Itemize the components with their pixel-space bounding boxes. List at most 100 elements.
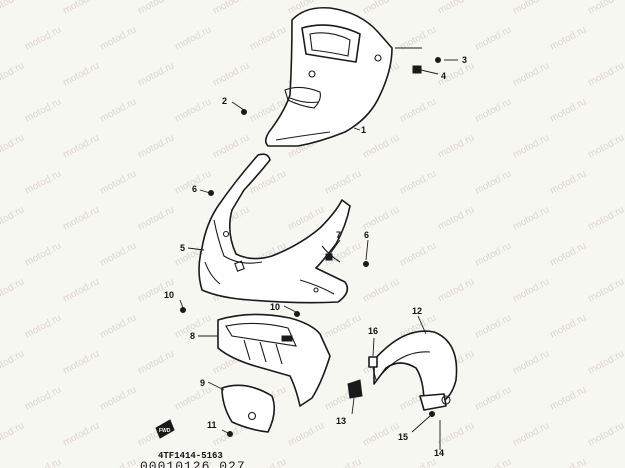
callout-4: 4: [441, 71, 446, 81]
watermark-text: motod.ru: [23, 456, 63, 468]
fwd-arrow-icon: FWD: [155, 419, 175, 439]
watermark-text: motod.ru: [23, 312, 63, 340]
watermark-text: motod.ru: [98, 312, 138, 340]
callout-9: 9: [200, 378, 205, 388]
watermark-text: motod.ru: [323, 312, 363, 340]
watermark-text: motod.ru: [248, 456, 288, 468]
callout-6b: 6: [364, 230, 369, 240]
watermark-text: motod.ru: [173, 24, 213, 52]
watermark-text: motod.ru: [548, 24, 588, 52]
watermark-text: motod.ru: [0, 204, 26, 232]
bottom-code: 00010126 027: [140, 459, 246, 468]
callout-11: 11: [207, 420, 217, 430]
watermark-text: motod.ru: [361, 420, 401, 448]
callout-3: 3: [462, 55, 467, 65]
watermark-text: motod.ru: [548, 96, 588, 124]
part-12-front-fender: [373, 330, 458, 411]
watermark-text: motod.ru: [98, 240, 138, 268]
callout-10b: 10: [270, 302, 280, 312]
callout-7: 7: [336, 230, 341, 240]
watermark-text: motod.ru: [511, 276, 551, 304]
callout-12: 12: [412, 306, 422, 316]
watermark-text: motod.ru: [586, 132, 625, 160]
watermark-text: motod.ru: [61, 348, 101, 376]
watermark-text: motod.ru: [0, 348, 26, 376]
part-16-clip: [368, 356, 378, 368]
watermark-text: motod.ru: [98, 96, 138, 124]
callout-6a: 6: [192, 184, 197, 194]
part-8-inner-panel: [217, 313, 331, 407]
watermark-text: motod.ru: [473, 456, 513, 468]
watermark-text: motod.ru: [136, 132, 176, 160]
watermark-text: motod.ru: [136, 60, 176, 88]
watermark-text: motod.ru: [211, 60, 251, 88]
watermark-text: motod.ru: [398, 168, 438, 196]
watermark-text: motod.ru: [323, 456, 363, 468]
watermark-text: motod.ru: [586, 348, 625, 376]
watermark-text: motod.ru: [286, 420, 326, 448]
watermark-text: motod.ru: [586, 0, 625, 17]
watermark-text: motod.ru: [61, 204, 101, 232]
callouts: 1 2 3 4 5 6 6 7 8 9 10 10 11 12 13 14 15…: [164, 55, 467, 458]
nut-7-icon: [325, 253, 333, 261]
watermark-text: motod.ru: [473, 240, 513, 268]
watermark-text: motod.ru: [136, 204, 176, 232]
callout-10a: 10: [164, 290, 174, 300]
part-5-front-fairing: [198, 153, 351, 304]
watermark-text: motod.ru: [473, 168, 513, 196]
watermark-text: motod.ru: [61, 132, 101, 160]
watermark-text: motod.ru: [361, 276, 401, 304]
watermark-text: motod.ru: [511, 60, 551, 88]
watermark-text: motod.ru: [0, 132, 26, 160]
watermark-text: motod.ru: [61, 0, 101, 17]
watermark-text: motod.ru: [361, 204, 401, 232]
watermark-text: motod.ru: [98, 24, 138, 52]
watermark-text: motod.ru: [398, 96, 438, 124]
screw-10b-icon: [294, 311, 300, 317]
watermark-text: motod.ru: [361, 132, 401, 160]
watermark-text: motod.ru: [173, 96, 213, 124]
screw-10a-icon: [180, 307, 186, 313]
watermark-text: motod.ru: [211, 0, 251, 17]
watermark-text: motod.ru: [136, 0, 176, 17]
watermark-text: motod.ru: [23, 96, 63, 124]
fwd-label: FWD: [159, 428, 171, 434]
watermark-text: motod.ru: [0, 276, 26, 304]
watermark-text: motod.ru: [473, 312, 513, 340]
watermark-text: motod.ru: [511, 0, 551, 17]
callout-2: 2: [222, 96, 227, 106]
callout-14: 14: [434, 448, 444, 458]
watermark-text: motod.ru: [548, 456, 588, 468]
watermark-text: motod.ru: [436, 420, 476, 448]
callout-13: 13: [336, 416, 346, 426]
watermark-text: motod.ru: [511, 348, 551, 376]
watermark-text: motod.ru: [548, 240, 588, 268]
watermark-text: motod.ru: [0, 60, 26, 88]
watermark-text: motod.ru: [211, 132, 251, 160]
watermark-text: motod.ru: [0, 420, 26, 448]
watermark-text: motod.ru: [548, 312, 588, 340]
leader-lines: [179, 47, 458, 450]
watermark-text: motod.ru: [23, 24, 63, 52]
watermark-text: motod.ru: [61, 276, 101, 304]
nut-4-icon: [412, 65, 422, 74]
watermark-text: motod.ru: [473, 24, 513, 52]
watermark-text: motod.ru: [361, 0, 401, 17]
watermark-text: motod.ru: [436, 0, 476, 17]
watermark-text: motod.ru: [586, 276, 625, 304]
part-13-bracket: [347, 379, 363, 399]
watermark-text: motod.ru: [436, 132, 476, 160]
watermark-text: motod.ru: [398, 456, 438, 468]
callout-5: 5: [180, 243, 185, 253]
watermark-text: motod.ru: [173, 384, 213, 412]
watermark-text: motod.ru: [511, 204, 551, 232]
watermark-text: motod.ru: [61, 420, 101, 448]
screw-3-icon: [435, 57, 441, 63]
watermark-text: motod.ru: [548, 168, 588, 196]
watermark-text: motod.ru: [61, 60, 101, 88]
callout-15: 15: [398, 432, 408, 442]
watermark-text: motod.ru: [548, 384, 588, 412]
watermark-text: motod.ru: [136, 348, 176, 376]
watermark-text: motod.ru: [98, 456, 138, 468]
callout-16: 16: [368, 326, 378, 336]
